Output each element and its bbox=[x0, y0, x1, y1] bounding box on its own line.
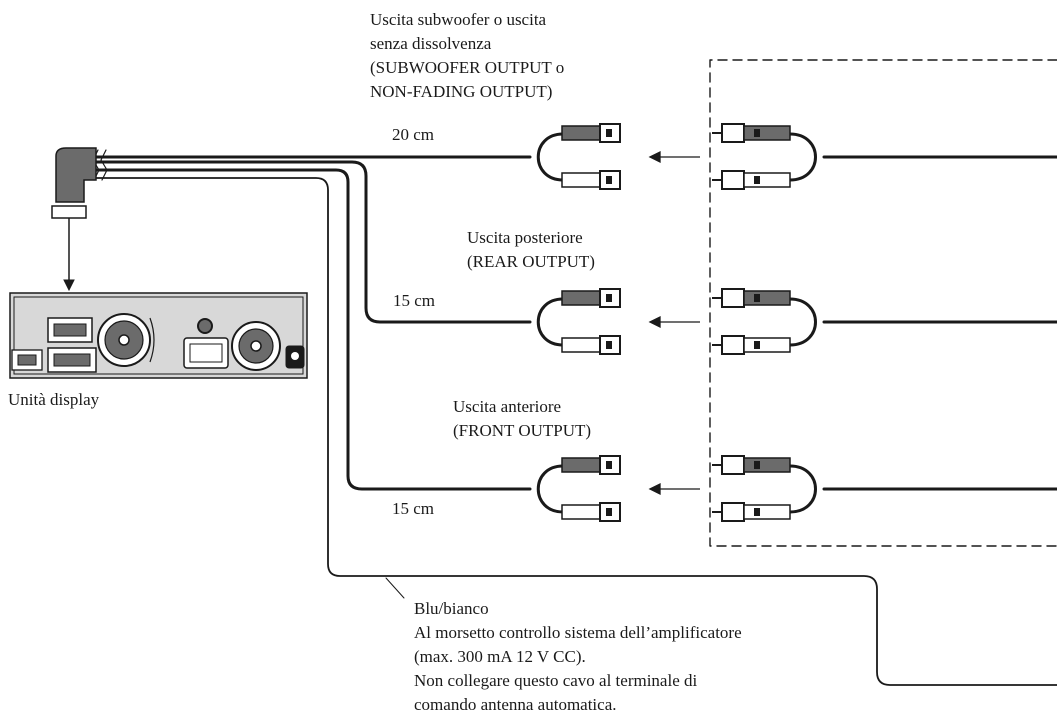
rca-plug-left bbox=[561, 502, 621, 522]
amplifier-dashed-box bbox=[709, 59, 1057, 547]
splitter-left-subwoofer bbox=[536, 132, 565, 182]
harness-connector bbox=[51, 147, 97, 292]
rca-plug-left bbox=[561, 288, 621, 308]
cable-blue-white bbox=[95, 177, 1057, 686]
rca-plug-left bbox=[561, 455, 621, 475]
antenna-jack-icon bbox=[197, 318, 213, 334]
label-subwoofer-output: Uscita subwoofer o uscita senza dissolve… bbox=[370, 10, 565, 101]
rca-plug-right bbox=[712, 288, 791, 308]
display-unit-panel bbox=[9, 292, 308, 379]
cable-front bbox=[94, 168, 532, 491]
rca-plug-right bbox=[712, 335, 791, 355]
rca-plug-left bbox=[561, 170, 621, 190]
rca-plug-right bbox=[712, 123, 791, 143]
rca-plug-right bbox=[712, 170, 791, 190]
label-display-unit: Unità display bbox=[8, 390, 100, 409]
rca-plug-right bbox=[712, 502, 791, 522]
label-wire-note: Blu/bianco Al morsetto controllo sistema… bbox=[414, 599, 742, 714]
splitter-right-subwoofer bbox=[788, 132, 817, 182]
label-front-output: Uscita anteriore (FRONT OUTPUT) bbox=[453, 397, 592, 440]
splitter-left-rear bbox=[536, 297, 565, 347]
wire-note-leader bbox=[385, 577, 405, 599]
label-rear-output: Uscita posteriore (REAR OUTPUT) bbox=[467, 228, 595, 271]
rca-plug-right bbox=[712, 455, 791, 475]
label-length-rear: 15 cm bbox=[393, 291, 436, 310]
splitter-right-rear bbox=[788, 297, 817, 347]
label-length-front: 15 cm bbox=[392, 499, 435, 518]
label-length-subwoofer: 20 cm bbox=[392, 125, 435, 144]
splitter-left-front bbox=[536, 464, 565, 514]
rca-plug-left bbox=[561, 123, 621, 143]
cable-break-mark bbox=[100, 149, 108, 181]
cable-rear bbox=[94, 160, 532, 324]
splitter-right-front bbox=[788, 464, 817, 514]
rca-plug-left bbox=[561, 335, 621, 355]
